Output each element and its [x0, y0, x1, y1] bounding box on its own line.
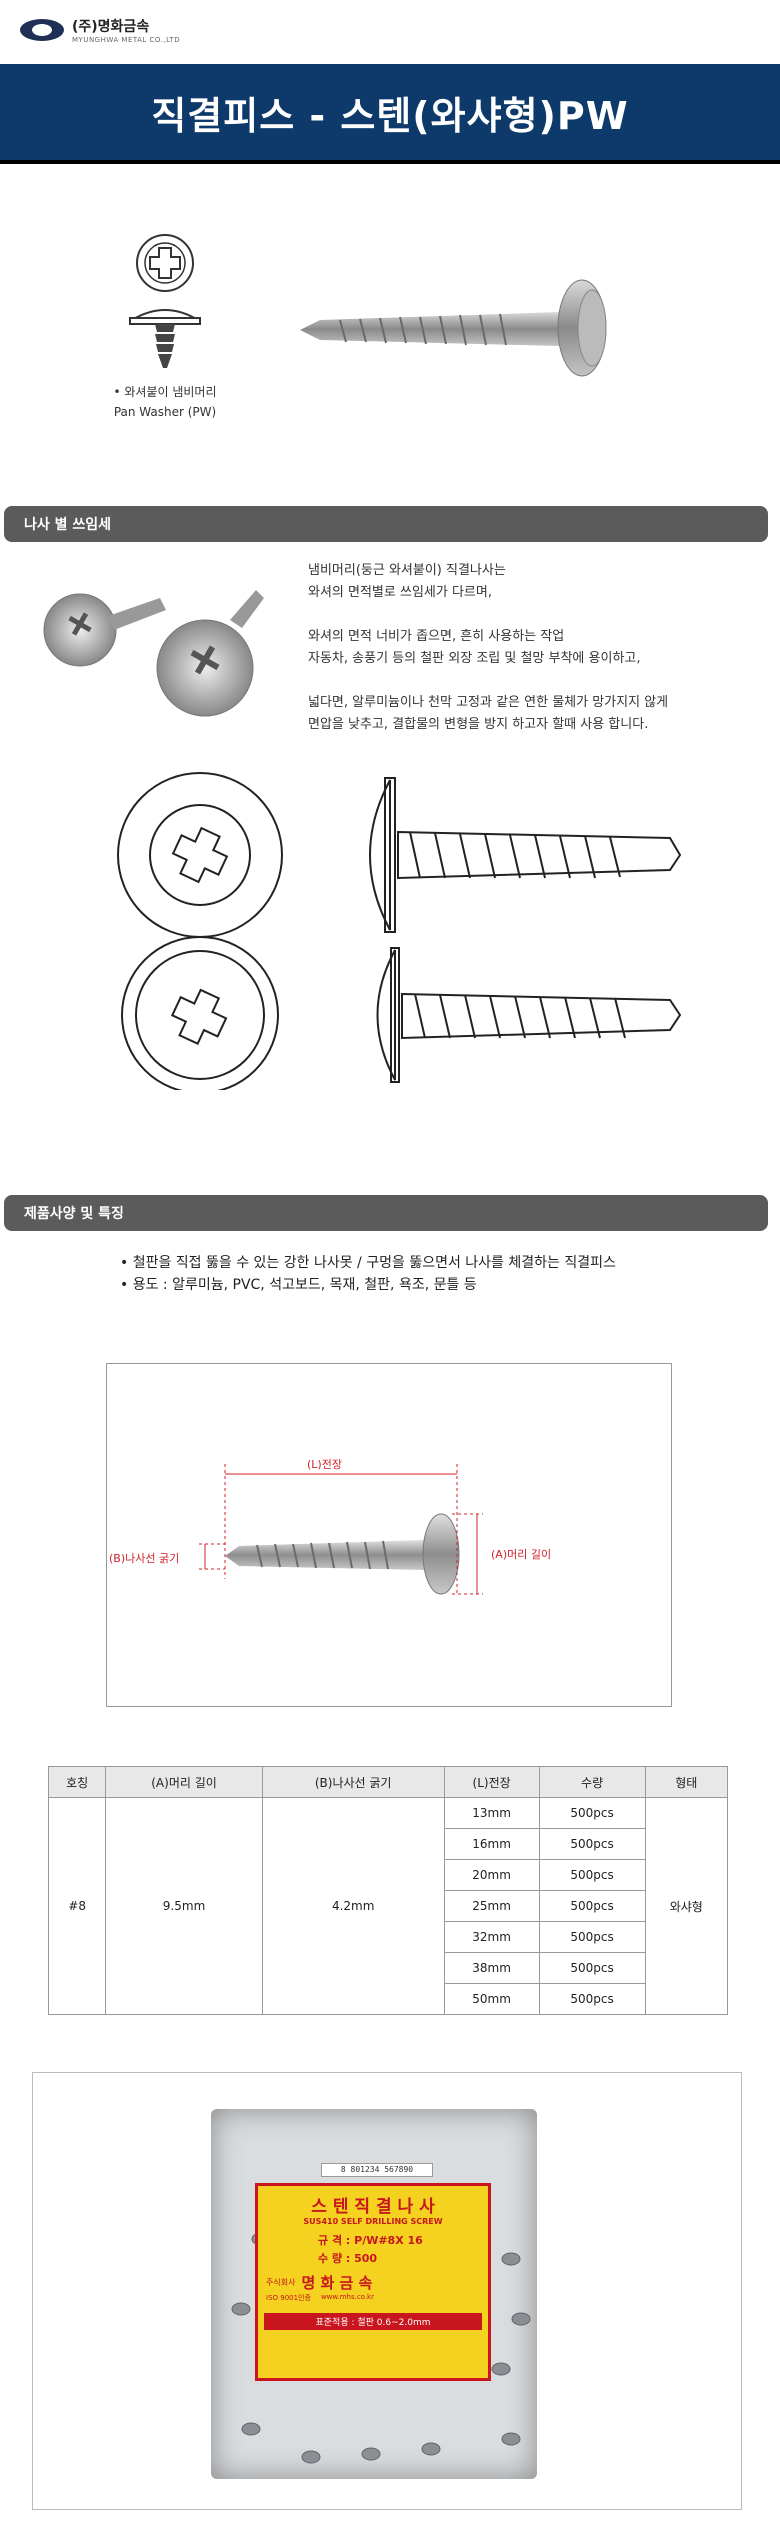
- feature-item: • 철판을 직접 뚫을 수 있는 강한 나사못 / 구멍을 뚫으면서 나사를 체…: [120, 1255, 616, 1271]
- barcode: 8 801234 567890: [321, 2163, 433, 2177]
- cell-qty: 500pcs: [538, 1983, 646, 2015]
- cell-qty: 500pcs: [538, 1828, 646, 1860]
- usage-line: 면압을 낮추고, 결합물의 변형을 방지 하고자 할때 사용 합니다.: [308, 717, 649, 732]
- package-label: 스 텐 직 결 나 사 SUS410 SELF DRILLING SCREW 규…: [255, 2183, 491, 2381]
- cell-qty: 500pcs: [538, 1921, 646, 1953]
- package-bag: 8 801234 567890 스 텐 직 결 나 사 SUS410 SELF …: [211, 2109, 537, 2479]
- page-title: 직결피스 - 스텐(와샤형)PW: [151, 93, 629, 138]
- title-bar: 직결피스 - 스텐(와샤형)PW: [0, 64, 780, 164]
- label-usage: 표준적용 : 철판 0.6~2.0mm: [264, 2313, 482, 2330]
- cell-qty: 500pcs: [538, 1952, 646, 1984]
- dim-label-length: (L)전장: [307, 1458, 342, 1471]
- cell-length: 25mm: [443, 1890, 540, 1922]
- cell-thread: 4.2mm: [261, 1797, 445, 2015]
- table-header: 호칭: [47, 1766, 107, 1798]
- cell-name: #8: [47, 1797, 107, 2015]
- feature-item: • 용도 : 알루미늄, PVC, 석고보드, 목재, 철판, 욕조, 문틀 등: [120, 1277, 477, 1293]
- intro-caption-en: Pan Washer (PW): [113, 405, 217, 419]
- screw-diagram-icon: [128, 234, 202, 368]
- logo-subtext: MYUNGHWA METAL CO.,LTD: [72, 36, 181, 44]
- dim-label-head: (A)머리 길이: [491, 1548, 552, 1561]
- spec-table: 호칭 (A)머리 길이 (B)나사선 굵기 (L)전장 수량 형태 #8 9.5…: [47, 1766, 729, 2015]
- dim-label-thread: (B)나사선 굵기: [109, 1552, 180, 1565]
- cell-shape: 와샤형: [644, 1797, 729, 2015]
- cell-length: 13mm: [443, 1797, 540, 1829]
- label-url: www.mhs.co.kr: [320, 2293, 374, 2301]
- screw-photo: [300, 279, 607, 377]
- cell-length: 32mm: [443, 1921, 540, 1953]
- table-row: 25mm 500pcs: [49, 1890, 728, 1922]
- label-company: 명 화 금 속: [301, 2274, 373, 2292]
- table-header: (A)머리 길이: [105, 1766, 263, 1798]
- table-header: (B)나사선 굵기: [261, 1766, 445, 1798]
- company-logo: (주)명화금속 MYUNGHWA METAL CO.,LTD: [20, 16, 180, 44]
- label-spec: 규 격 : P/W#8X 16: [318, 2234, 423, 2247]
- section-features-header: 제품사양 및 특징: [4, 1195, 768, 1231]
- usage-line: 자동차, 송풍기 등의 철판 외장 조립 및 철망 부착에 용이하고,: [308, 651, 641, 666]
- cell-qty: 500pcs: [538, 1859, 646, 1891]
- table-header-row: 호칭 (A)머리 길이 (B)나사선 굵기 (L)전장 수량 형태: [47, 1766, 729, 1798]
- table-header: 형태: [644, 1766, 729, 1798]
- usage-line: 와셔의 면적별로 쓰임세가 다르며,: [308, 585, 492, 600]
- table-row: 38mm 500pcs: [49, 1952, 728, 1984]
- usage-line: [308, 604, 768, 626]
- usage-line: [308, 670, 768, 692]
- usage-line: 넓다면, 알루미늄이나 천막 고정과 같은 연한 물체가 망가지지 않게: [308, 695, 669, 710]
- cell-length: 20mm: [443, 1859, 540, 1891]
- cell-head-length: 9.5mm: [105, 1797, 263, 2015]
- table-row: #8 9.5mm 4.2mm 13mm 500pcs 와샤형: [47, 1797, 729, 2015]
- cell-qty: 500pcs: [538, 1797, 646, 1829]
- usage-line: 냄비머리(둥근 와셔붙이) 직결나사는: [308, 563, 506, 578]
- table-header: 수량: [538, 1766, 646, 1798]
- cell-length: 16mm: [443, 1828, 540, 1860]
- package-photo-frame: 8 801234 567890 스 텐 직 결 나 사 SUS410 SELF …: [32, 2072, 742, 2510]
- usage-line: 와셔의 면적 너비가 좁으면, 흔히 사용하는 작업: [308, 629, 565, 644]
- dimension-diagram: (L)전장 (B)나사선 굵기 (A)머리 길이: [106, 1363, 672, 1707]
- label-subtitle: SUS410 SELF DRILLING SCREW: [303, 2217, 443, 2226]
- table-row: 50mm 500pcs: [49, 1983, 728, 2015]
- label-iso: ISO 9001인증: [266, 2294, 311, 2302]
- cell-length: 50mm: [443, 1983, 540, 2015]
- cell-length: 38mm: [443, 1952, 540, 1984]
- label-qty: 수 량 : 500: [318, 2252, 378, 2265]
- label-title: 스 텐 직 결 나 사: [311, 2197, 435, 2217]
- cell-qty: 500pcs: [538, 1890, 646, 1922]
- washer-comparison-drawing: [117, 772, 682, 1090]
- table-header: (L)전장: [443, 1766, 540, 1798]
- intro-caption-ko: • 와셔붙이 냄비머리: [113, 385, 217, 399]
- logo-text: (주)명화금속: [72, 19, 150, 35]
- screw-pair-photo: [43, 590, 264, 717]
- usage-text: 냄비머리(둥근 와셔붙이) 직결나사는 와셔의 면적별로 쓰임세가 다르며, 와…: [308, 560, 768, 736]
- label-company-prefix: 주식회사: [266, 2278, 296, 2287]
- section-usage-header: 나사 별 쓰임세: [4, 506, 768, 542]
- dimension-screw-drawing: [199, 1464, 483, 1595]
- feature-list: • 철판을 직접 뚫을 수 있는 강한 나사못 / 구멍을 뚫으면서 나사를 체…: [120, 1252, 760, 1296]
- table-row: 32mm 500pcs: [49, 1921, 728, 1953]
- logo-icon: [20, 19, 64, 41]
